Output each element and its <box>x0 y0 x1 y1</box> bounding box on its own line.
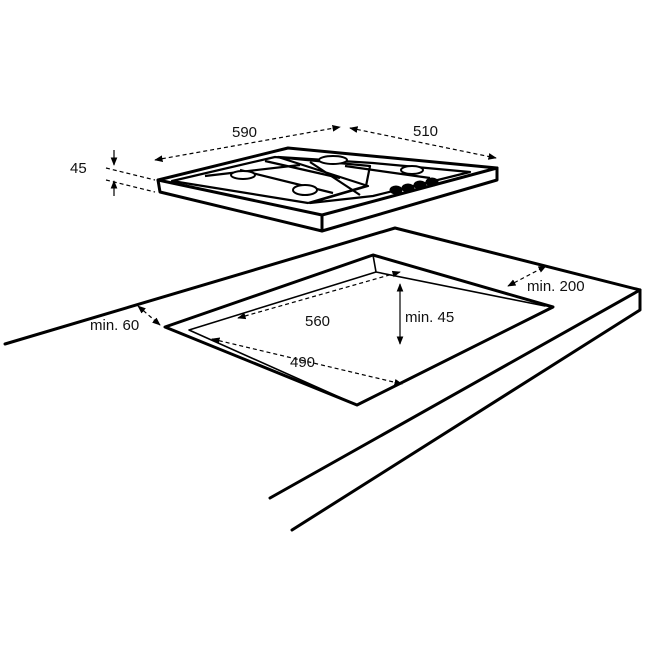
dimension-back-clearance-line <box>507 265 547 287</box>
dimension-hob-width-label: 590 <box>232 124 257 141</box>
burner-rear <box>318 155 348 165</box>
hob-bottom-edge <box>159 191 323 232</box>
dimension-cutout-width-line <box>237 270 401 320</box>
countertop <box>3 226 642 532</box>
dimension-back-clearance-label: min. 200 <box>527 278 585 295</box>
dimension-hob-height-label: 45 <box>70 160 87 177</box>
dimension-height-ext-top <box>105 167 156 181</box>
dimension-height-ext-bottom <box>105 179 156 193</box>
dimension-cutout-depth-label: 490 <box>290 354 315 371</box>
knob-icon <box>425 177 439 187</box>
countertop-top-edge <box>3 226 642 346</box>
knob-icon <box>389 185 403 195</box>
countertop-front-top-edge <box>268 288 642 500</box>
burner-left-back <box>230 170 256 180</box>
hob <box>156 146 499 233</box>
hob-grate-right <box>276 155 472 205</box>
dimension-cutout-width-label: 560 <box>305 313 330 330</box>
dimension-front-clearance-line <box>137 305 161 326</box>
dimension-hob-width-line <box>154 125 341 162</box>
hob-side-face <box>320 166 499 233</box>
dimension-cutout-depth-line <box>211 337 403 386</box>
knob-icon <box>401 183 415 193</box>
countertop-front-edge <box>290 288 642 532</box>
dimension-hob-depth-line <box>349 126 497 160</box>
hob-dimensions: 590 510 45 <box>70 123 497 196</box>
cutout-inner-wall <box>188 254 546 406</box>
hob-grate-left <box>170 155 372 205</box>
dimension-hob-depth-label: 510 <box>413 123 438 140</box>
burner-front <box>292 184 318 196</box>
cutout-dimensions: 560 490 min. 45 min. 200 min. 60 <box>90 265 585 386</box>
burner-right <box>400 165 424 175</box>
dimension-min-depth-label: min. 45 <box>405 309 454 326</box>
dimension-front-clearance-label: min. 60 <box>90 317 139 334</box>
knob-icon <box>413 180 427 190</box>
